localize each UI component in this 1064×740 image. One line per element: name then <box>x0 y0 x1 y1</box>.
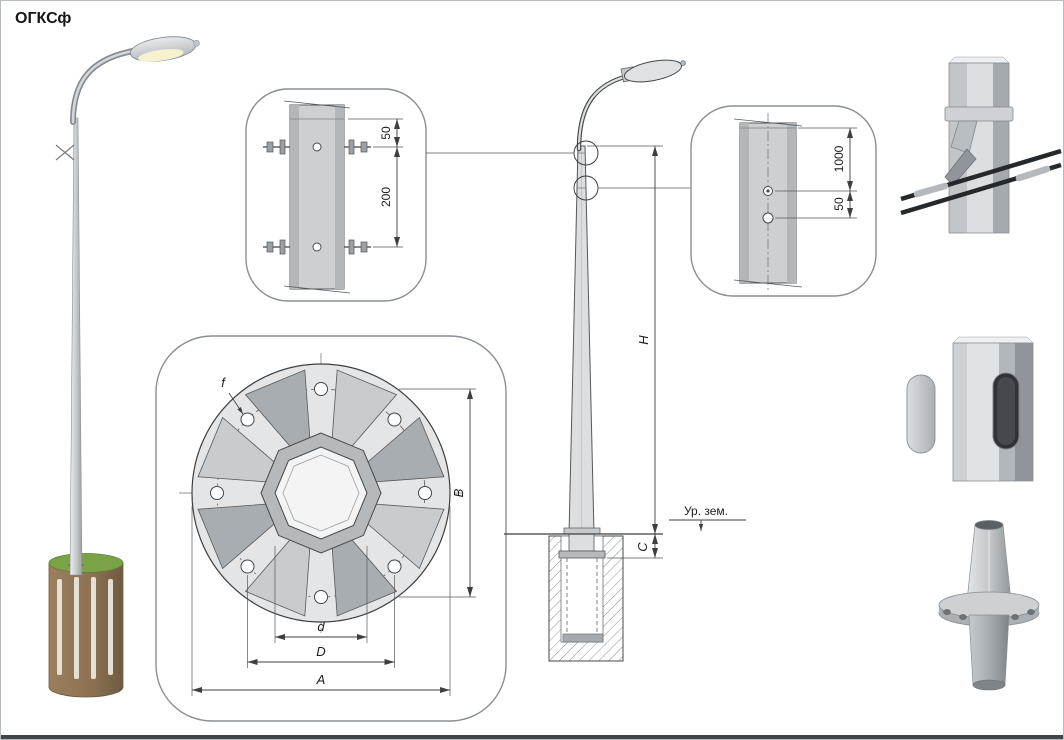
pole-wall <box>787 123 796 283</box>
flange-bolt <box>1027 609 1035 615</box>
pole-outline <box>952 342 1034 482</box>
bolt-nut <box>360 141 368 153</box>
luminaire-3d <box>129 36 200 62</box>
break-line <box>283 285 351 294</box>
hand-hole-inner <box>997 377 1015 445</box>
base-socket <box>968 614 1010 686</box>
flange-bolt-hole <box>314 382 328 396</box>
break-line <box>283 100 351 109</box>
flange-base-render <box>938 520 1040 691</box>
foundation-stripe <box>91 577 96 679</box>
pole-wall <box>335 105 344 289</box>
flange-bolt-hole <box>418 486 432 500</box>
pole-butt <box>568 533 595 552</box>
bolt-washer <box>279 139 286 155</box>
dim-label-B: B <box>451 488 466 497</box>
center-octagon-hole <box>274 446 368 540</box>
foundation-cylinder <box>48 562 124 698</box>
bolt-nut <box>266 241 274 253</box>
foundation-stripe <box>74 577 79 679</box>
pole-top-face <box>948 56 1010 64</box>
tube-opening <box>974 520 1004 530</box>
cable-sleeve <box>1015 165 1051 182</box>
bolt-nut <box>360 241 368 253</box>
pole-facet <box>953 343 967 481</box>
flange-plate-section <box>558 550 606 559</box>
dim-label-f: f <box>221 375 226 390</box>
dim-label-d: d <box>317 619 325 634</box>
pole-wall <box>290 105 299 289</box>
bolt-hole <box>312 142 322 152</box>
dim-label-50-top: 50 <box>379 126 393 140</box>
flange-bolt-hole <box>314 590 328 604</box>
flange-bolt <box>959 614 967 620</box>
cable-clamp-render <box>900 56 1062 234</box>
detail-clamp-view: 50 200 <box>245 88 427 302</box>
lamp-arm-fill <box>577 74 630 151</box>
clamp-band <box>944 106 1014 122</box>
bolt-washer <box>348 139 355 155</box>
pole-top-face <box>952 336 1034 344</box>
flange-bolt-hole <box>387 559 402 574</box>
pole-3d-render <box>48 36 200 698</box>
foundation-stripe <box>108 579 113 675</box>
pole-bracket-mark <box>55 144 75 161</box>
cable-sleeve <box>913 182 949 198</box>
flange-plan-view: f B d D A <box>155 335 507 722</box>
bolt-washer <box>279 239 286 255</box>
dim-label-1000: 1000 <box>832 145 846 172</box>
hand-hole-cover <box>906 374 936 454</box>
ground-level-text: Ур. зем. <box>684 504 728 518</box>
foundation-stripe <box>57 579 62 675</box>
bolt-nut <box>266 141 274 153</box>
bottom-border <box>1 735 1063 739</box>
pole-wall <box>740 123 749 283</box>
luminaire-elevation <box>620 59 686 83</box>
dim-label-D: D <box>316 644 325 659</box>
page-title: ОГКСф <box>15 10 71 27</box>
dim-label-50-entry: 50 <box>832 197 846 211</box>
entry-hole <box>762 212 774 224</box>
detail-entry-view: 1000 50 <box>690 105 877 297</box>
dim-label-200: 200 <box>379 187 393 207</box>
lamp-arm-highlight <box>71 49 135 124</box>
dim-label-C: C <box>635 542 650 552</box>
flange-bolt <box>943 609 951 615</box>
flange-bolt-hole <box>387 412 402 427</box>
handhole-render <box>906 336 1034 482</box>
flange-bolt-hole <box>240 412 255 427</box>
ground-level-label: Ур. зем. <box>669 504 746 531</box>
pole-facet <box>1015 343 1033 481</box>
flange-plate-top <box>938 591 1040 619</box>
socket-bottom <box>972 679 1006 691</box>
dim-label-H: H <box>636 335 651 345</box>
flange-bolt-hole <box>210 486 224 500</box>
pole-facet <box>967 63 993 233</box>
dim-label-A: A <box>316 672 326 687</box>
anchor-base-plate <box>562 633 604 643</box>
flange-bolt-hole <box>240 559 255 574</box>
bolt-hole <box>312 242 322 252</box>
earth-bolt-center <box>766 189 770 193</box>
pole-facet <box>993 63 1009 233</box>
lamp-glow <box>138 49 184 62</box>
elevation-drawing: H C Ур. зем. <box>426 59 746 662</box>
flange-bolt <box>1011 614 1019 620</box>
grass-cap <box>48 553 124 573</box>
leader-line-f <box>228 392 244 415</box>
bolt-washer <box>348 239 355 255</box>
pole-outline <box>948 62 1010 234</box>
pole-shaft-3d <box>69 117 83 576</box>
base-collar <box>563 527 601 535</box>
center-octagon-chamfer <box>282 454 360 532</box>
